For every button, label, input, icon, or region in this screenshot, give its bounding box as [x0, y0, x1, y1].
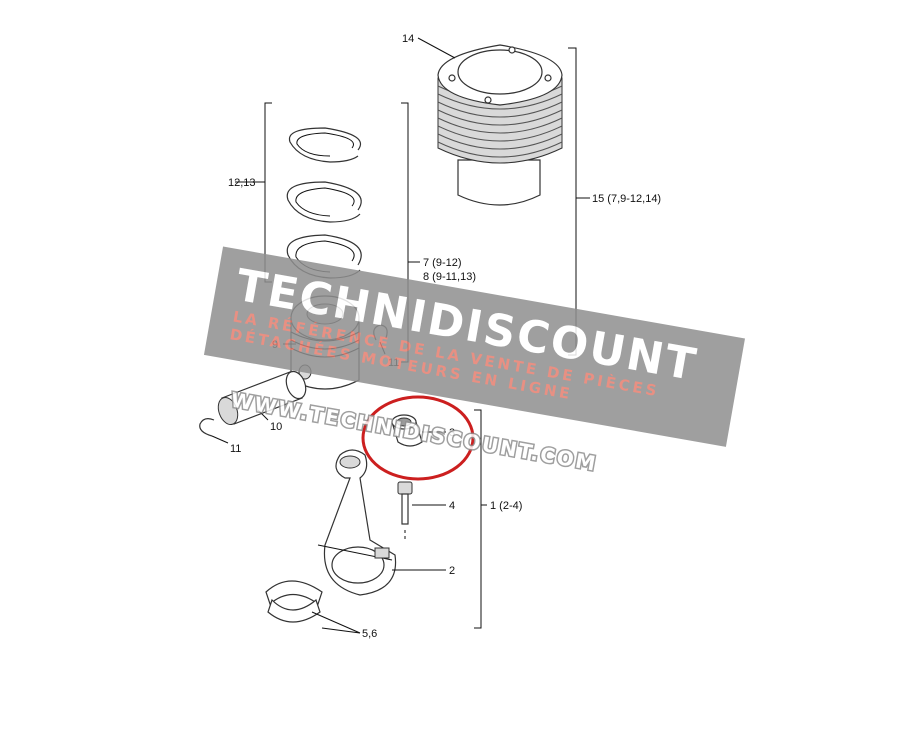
- label-8: 8 (9-11,13): [423, 271, 476, 283]
- label-1: 1 (2-4): [490, 500, 522, 512]
- label-2: 2: [449, 565, 455, 577]
- label-4: 4: [449, 500, 455, 512]
- piston-pin-part[interactable]: [215, 369, 309, 427]
- label-5-6: 5,6: [362, 628, 377, 640]
- bushing-part[interactable]: [391, 414, 423, 447]
- connecting-rod-part[interactable]: [317, 449, 397, 596]
- bearing-shells-part[interactable]: [265, 580, 323, 623]
- label-10: 10: [270, 421, 282, 433]
- bolt-part[interactable]: [397, 481, 413, 540]
- label-7: 7 (9-12): [423, 257, 462, 269]
- watermark-band: [203, 246, 745, 447]
- label-14: 14: [402, 33, 414, 45]
- label-15: 15 (7,9-12,14): [592, 193, 661, 205]
- label-11-bottom: 11: [230, 443, 241, 455]
- cylinder-part[interactable]: [437, 44, 563, 206]
- piston-rings[interactable]: [286, 127, 362, 279]
- label-3: 3: [449, 427, 455, 439]
- label-12-13: 12,13: [228, 177, 256, 189]
- part-labels: 14 12,13 15 (7,9-12,14) 7 (9-12) 8 (9-11…: [228, 33, 661, 640]
- highlight-circle: [361, 395, 475, 481]
- circlip-part-bottom[interactable]: [199, 418, 215, 437]
